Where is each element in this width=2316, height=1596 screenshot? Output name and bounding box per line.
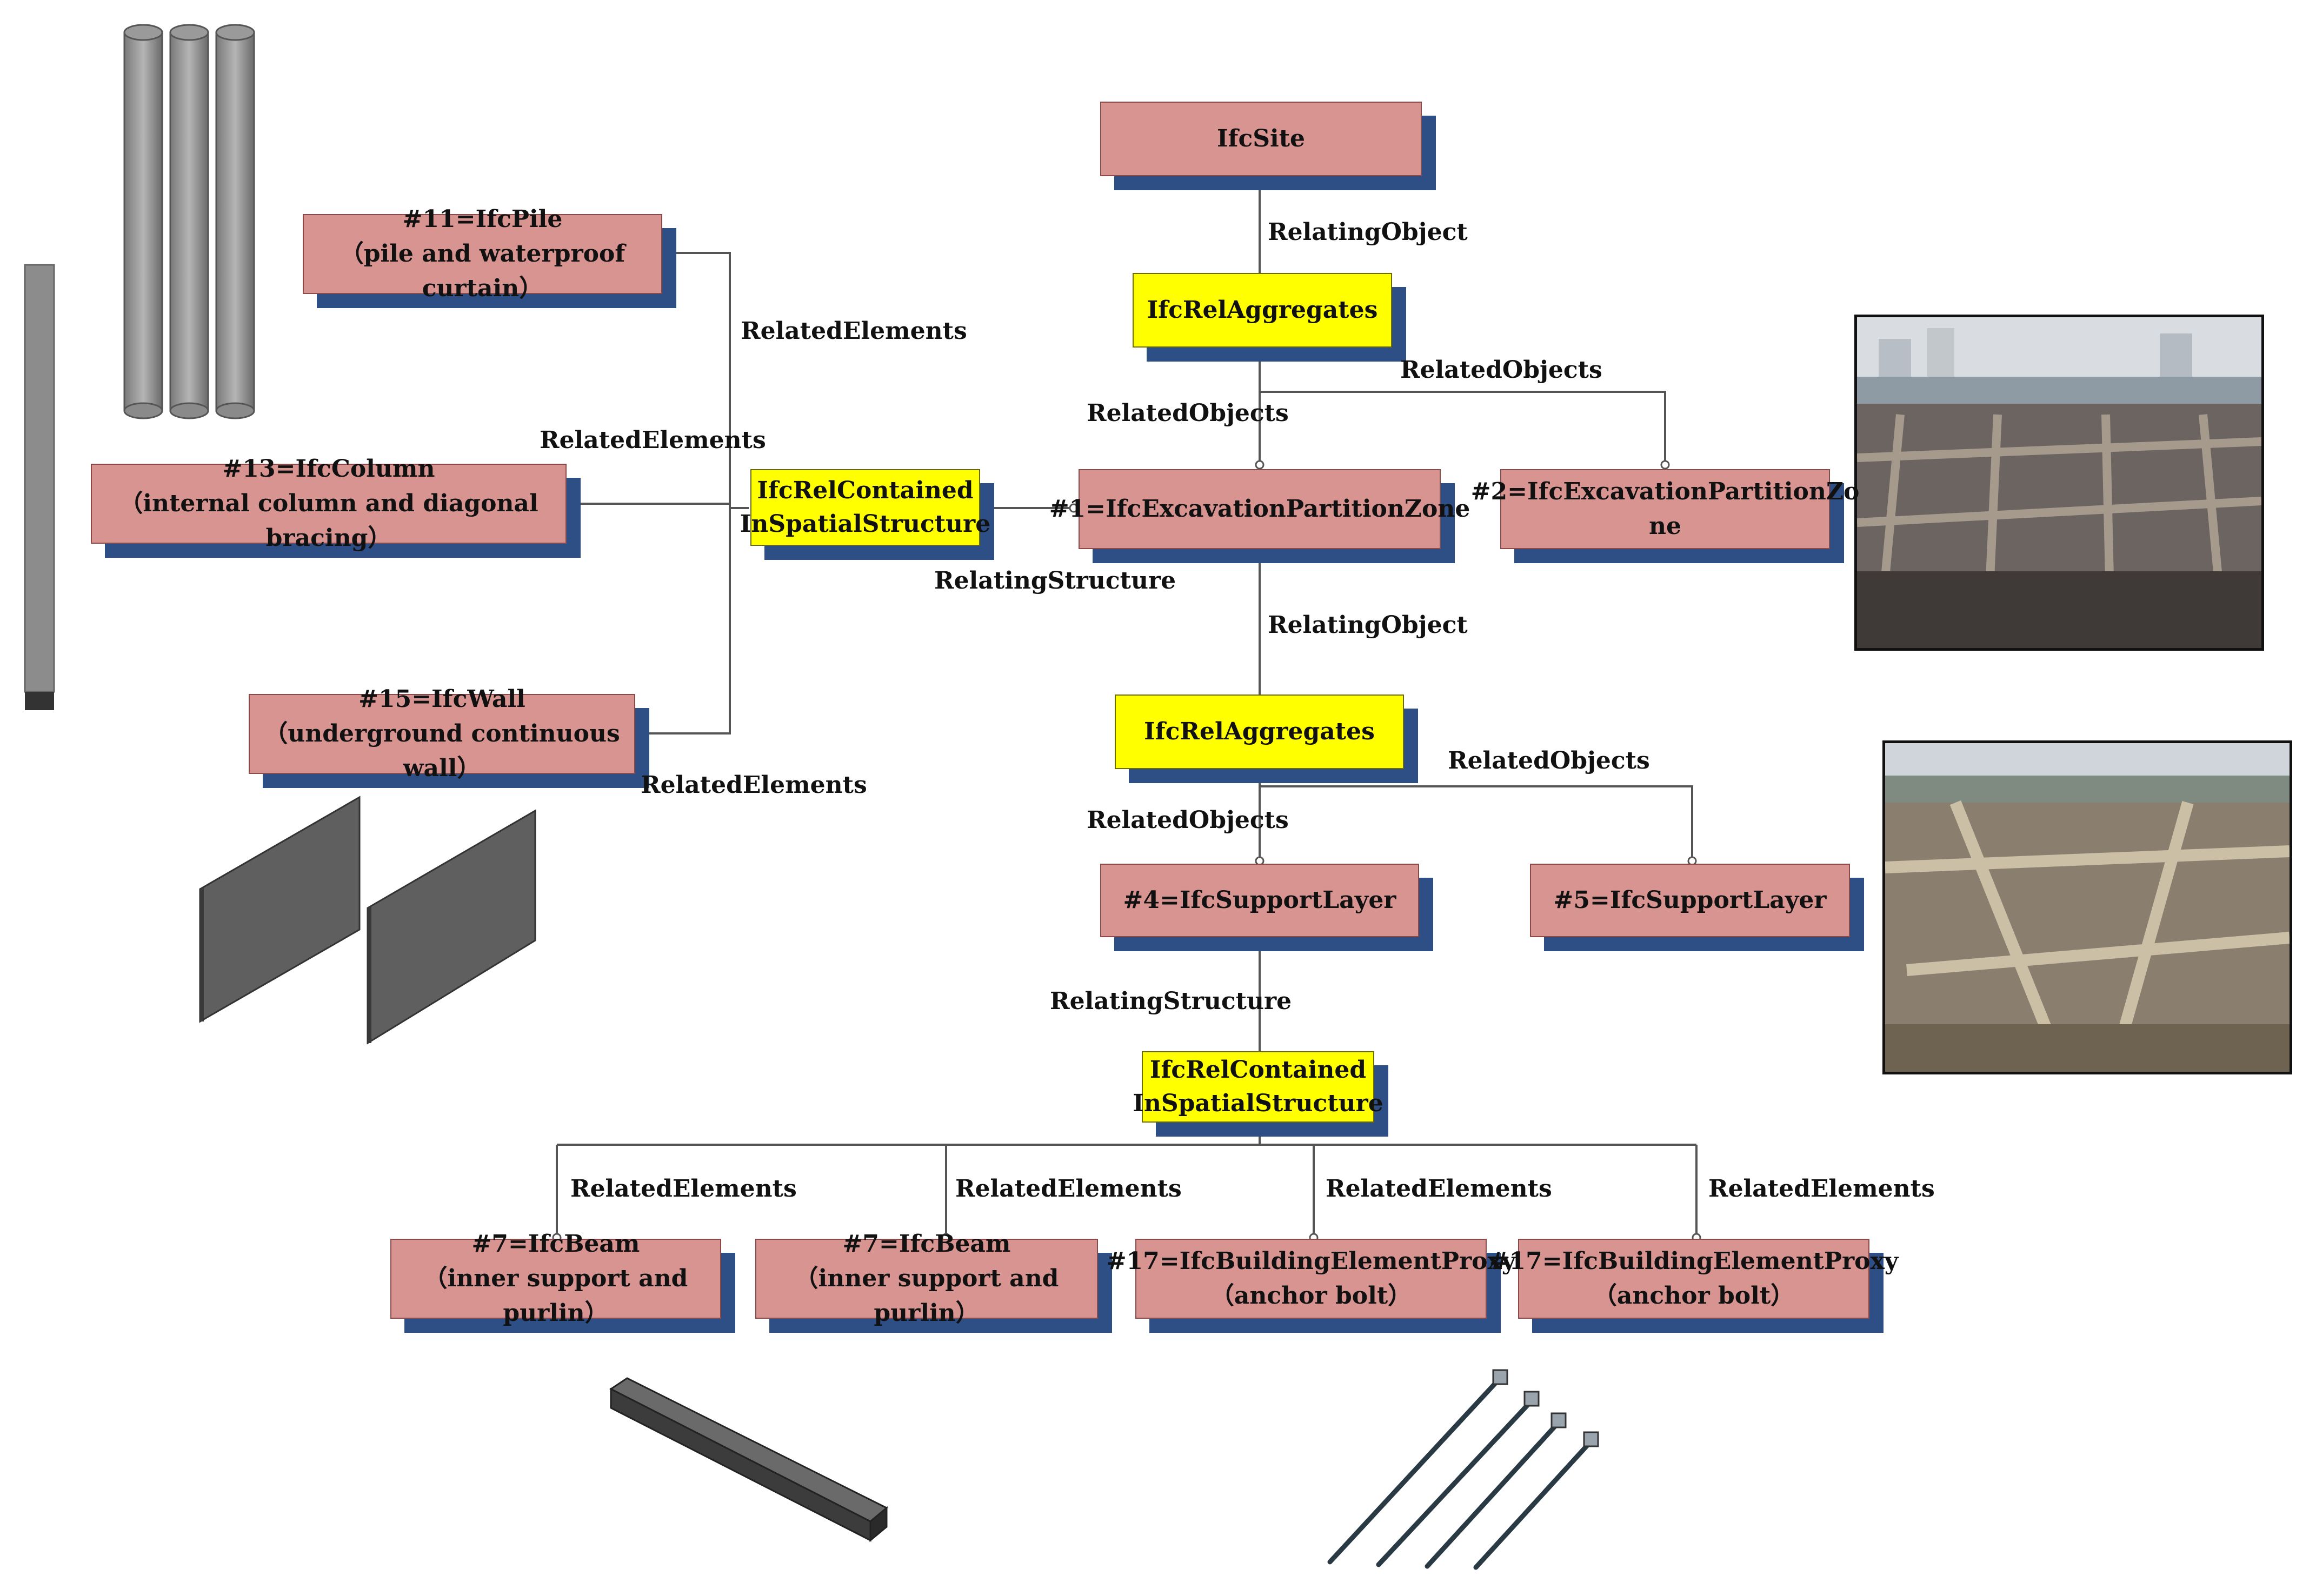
edge-label-related-objects-2a: RelatedObjects [1087,806,1289,834]
edge-label-related-elements-proxy1: RelatedElements [1326,1175,1552,1203]
node-relaggregates-1-label: IfcRelAggregates [1147,296,1378,324]
edge-label-relating-object-1: RelatingObject [1268,218,1468,246]
edge-label-relating-object-2: RelatingObject [1268,611,1468,639]
node-proxy-1: #17=IfcBuildingElementProxy （anchor bolt… [1107,1239,1515,1319]
node-beam-2-line1: #7=IfcBeam [842,1230,1011,1258]
edge-label-related-elements-wall: RelatedElements [641,771,867,799]
node-proxy-1-line2: （anchor bolt） [1210,1282,1412,1310]
node-wall-line1: #15=IfcWall [358,685,525,713]
edge-label-related-objects-1a: RelatedObjects [1087,399,1289,427]
node-beam-1: #7=IfcBeam （inner support and purlin） [390,1230,721,1327]
edge-label-related-elements-beam2: RelatedElements [955,1175,1182,1203]
node-zone-2: #2=IfcExcavationPartitionZo ne [1471,469,1859,549]
edge-label-related-elements-beam1: RelatedElements [570,1175,797,1203]
wall-3d-model [199,796,536,1045]
node-relaggregates-2-label: IfcRelAggregates [1144,718,1375,745]
excavation-photo-1 [1854,315,2264,651]
pile-3d-model [123,24,255,419]
node-relaggregates-1: IfcRelAggregates [1133,273,1392,348]
edge-label-relating-structure-1: RelatingStructure [934,567,1176,595]
node-wall: #15=IfcWall （underground continuous wall… [249,685,635,782]
node-zone-1-label: #1=IfcExcavationPartitionZone [1049,495,1470,523]
edge-label-related-objects-1b: RelatedObjects [1400,356,1602,384]
node-ifcsite-label: IfcSite [1216,125,1306,152]
node-support-4-label: #4=IfcSupportLayer [1123,886,1396,914]
node-zone-1: #1=IfcExcavationPartitionZone [1049,469,1470,549]
node-wall-line2: （underground continuous wall） [264,720,620,782]
node-zone-2-line2: ne [1649,512,1681,540]
edge-label-related-elements-column: RelatedElements [540,426,766,454]
node-relcontained-2-line1: IfcRelContained [1149,1056,1367,1084]
node-beam-2: #7=IfcBeam （inner support and purlin） [755,1230,1098,1327]
node-beam-1-line2: （inner support and purlin） [423,1265,688,1327]
node-column: #13=IfcColumn （internal column and diago… [91,455,567,552]
node-zone-2-line1: #2=IfcExcavationPartitionZo [1470,478,1860,505]
excavation-photo-2 [1882,740,2292,1074]
node-proxy-2: #17=IfcBuildingElementProxy （anchor bolt… [1489,1239,1898,1319]
node-pile-line1: #11=IfcPile [402,205,563,233]
node-relcontained-1-line1: IfcRelContained [757,477,974,504]
node-relaggregates-2: IfcRelAggregates [1115,695,1404,769]
node-relcontained-2-line2: InSpatialStructure [1133,1090,1383,1117]
node-proxy-1-line1: #17=IfcBuildingElementProxy [1106,1247,1516,1275]
node-pile-line2: （pile and waterproof curtain） [340,240,625,302]
node-pile: #11=IfcPile （pile and waterproof curtain… [303,205,662,302]
anchor-bolt-3d-model [1327,1369,1599,1570]
node-column-line2: （internal column and diagonal bracing） [119,490,538,552]
edge-label-related-elements-proxy2: RelatedElements [1708,1175,1935,1203]
node-relcontained-1-line2: InSpatialStructure [740,510,991,538]
node-ifcsite: IfcSite [1100,102,1422,176]
node-support-5: #5=IfcSupportLayer [1530,864,1850,937]
node-support-4: #4=IfcSupportLayer [1100,864,1419,937]
node-beam-2-line2: （inner support and purlin） [794,1265,1059,1327]
node-beam-1-line1: #7=IfcBeam [471,1230,640,1258]
node-support-5-label: #5=IfcSupportLayer [1553,886,1827,914]
node-relcontained-2: IfcRelContained InSpatialStructure [1133,1051,1383,1123]
node-relcontained-1: IfcRelContained InSpatialStructure [740,469,990,546]
edge-label-relating-structure-2: RelatingStructure [1050,987,1292,1015]
node-proxy-2-line2: （anchor bolt） [1593,1282,1795,1310]
column-3d-model [24,264,55,710]
edge-label-related-objects-2b: RelatedObjects [1448,747,1650,774]
node-proxy-2-line1: #17=IfcBuildingElementProxy [1489,1247,1899,1275]
node-column-line1: #13=IfcColumn [222,455,435,483]
beam-3d-model [609,1377,888,1542]
edge-label-related-elements-pile: RelatedElements [741,317,967,345]
